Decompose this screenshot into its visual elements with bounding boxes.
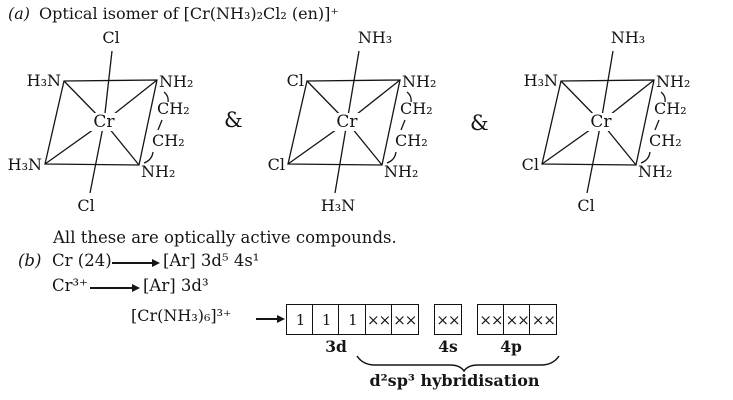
- octahedral-structure-3: NH₃ Cl H₃N Cl NH₂ NH₂ CH₂ CH₂ Cr: [497, 25, 727, 225]
- orbital-box: 1: [312, 304, 341, 335]
- config-cr24: [Ar] 3d⁵ 4s¹: [163, 251, 260, 270]
- octahedral-structure-2: NH₃ H₃N Cl Cl NH₂ NH₂ CH₂ CH₂ Cr: [243, 25, 473, 225]
- octahedral-structure-1: Cl Cl H₃N H₃N NH₂ NH₂ CH₂ CH₂ Cr: [0, 25, 230, 225]
- central-atom-label: Cr: [587, 113, 615, 131]
- bond-diagonals-and-axial: [44, 50, 158, 194]
- species-cr3plus: Cr³⁺: [52, 276, 88, 295]
- ligand-label-bottom-right: NH₂: [141, 162, 176, 181]
- orbital-group-label-3d: 3d: [325, 337, 347, 356]
- en-ch2-label-top: CH₂: [157, 99, 190, 118]
- en-ch2-label-bottom: CH₂: [152, 131, 185, 150]
- hybridisation-brace-icon: [355, 354, 561, 378]
- part-a-label: (a): [8, 4, 31, 23]
- ligand-label-top-right: NH₂: [159, 72, 194, 91]
- bond-diagonals-and-axial: [541, 50, 655, 194]
- central-atom-label: Cr: [333, 113, 361, 131]
- config-cr3plus: [Ar] 3d³: [143, 276, 209, 295]
- orbital-box: ××: [477, 304, 505, 335]
- orbital-box-group-4p: ×× ×× ××: [477, 304, 558, 335]
- ligand-label-bottom: Cl: [77, 196, 95, 215]
- orbital-group-label-4p: 4p: [500, 337, 522, 356]
- ligand-label-top-left: H₃N: [523, 71, 558, 90]
- underbrace-svg: [356, 355, 560, 373]
- ligand-label-top: NH₃: [357, 28, 393, 47]
- ampersand-separator-1: &: [224, 108, 243, 132]
- ligand-label-bottom: H₃N: [320, 196, 356, 215]
- ligand-label-bottom-left: Cl: [521, 155, 539, 174]
- ligand-label-top-right: NH₂: [656, 72, 691, 91]
- part-a-title: Optical isomer of [Cr(NH₃)₂Cl₂ (en)]⁺: [39, 4, 339, 23]
- bond-lines-svg: [44, 50, 169, 194]
- arrow-icon: [256, 315, 285, 322]
- part-a-heading: (a) Optical isomer of [Cr(NH₃)₂Cl₂ (en)]⁺: [8, 4, 339, 23]
- ligand-label-bottom-left: Cl: [267, 155, 285, 174]
- en-linkage-curves: [640, 91, 666, 164]
- ligand-label-top: NH₃: [610, 28, 646, 47]
- en-ch2-label-top: CH₂: [400, 99, 433, 118]
- ligand-label-top-right: NH₂: [402, 72, 437, 91]
- optically-active-note: All these are optically active compounds…: [53, 228, 397, 247]
- hybridisation-label: d²sp³ hybridisation: [369, 371, 540, 390]
- species-cr24: Cr (24): [52, 251, 112, 270]
- en-linkage-curves: [386, 91, 412, 164]
- ligand-label-bottom-right: NH₂: [638, 162, 673, 181]
- bond-lines-svg: [541, 50, 666, 194]
- orbital-box-group-4s: ××: [434, 304, 462, 335]
- orbital-box: ××: [390, 304, 419, 335]
- ligand-label-top-left: H₃N: [26, 71, 61, 90]
- ligand-label-top-left: Cl: [286, 71, 304, 90]
- arrow-icon: [112, 259, 160, 266]
- arrow-icon: [90, 284, 140, 291]
- part-b-label: (b): [18, 251, 50, 270]
- ligand-label-bottom-left: H₃N: [7, 155, 42, 174]
- orbital-box: 1: [286, 304, 314, 335]
- orbital-group-label-4s: 4s: [438, 337, 458, 356]
- orbital-box: ××: [434, 304, 462, 335]
- ligand-label-top: Cl: [102, 28, 120, 47]
- part-b-label-text: (b): [18, 251, 42, 270]
- en-ch2-label-bottom: CH₂: [649, 131, 682, 150]
- complex-formula-label: [Cr(NH₃)₆]³⁺: [131, 306, 232, 325]
- bond-lines-svg: [287, 50, 412, 194]
- en-ch2-label-top: CH₂: [654, 99, 687, 118]
- en-linkage-curves: [143, 91, 169, 164]
- en-ch2-label-bottom: CH₂: [395, 131, 428, 150]
- underbrace-path: [356, 355, 560, 373]
- orbital-box: ××: [503, 304, 532, 335]
- central-atom-label: Cr: [90, 113, 118, 131]
- ligand-label-bottom-right: NH₂: [384, 162, 419, 181]
- orbital-box-group-3d: 1 1 1 ×× ××: [286, 304, 419, 335]
- orbital-box: 1: [338, 304, 367, 335]
- bond-diagonals-and-axial: [287, 50, 401, 194]
- ampersand-separator-2: &: [470, 111, 489, 135]
- ligand-label-bottom: Cl: [577, 196, 595, 215]
- orbital-box: ××: [529, 304, 558, 335]
- orbital-box: ××: [364, 304, 393, 335]
